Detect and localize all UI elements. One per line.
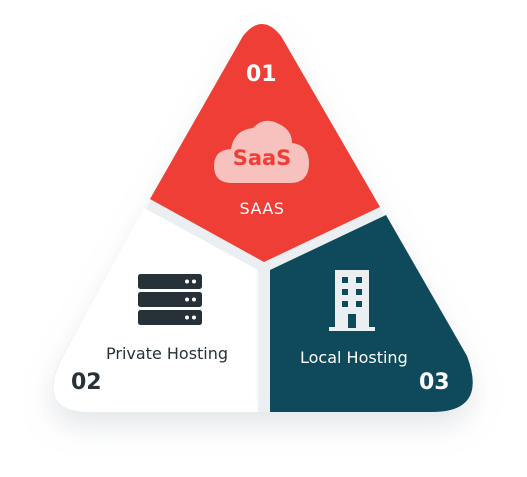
segment-label-local-hosting: Local Hosting xyxy=(300,348,408,367)
segment-number-03: 03 xyxy=(419,370,450,395)
cloud-badge-text: SaaS xyxy=(232,146,292,170)
segment-label-private-hosting: Private Hosting xyxy=(106,344,229,363)
segment-local-hosting xyxy=(270,215,473,412)
office-building-icon xyxy=(329,270,375,331)
cloud-icon xyxy=(214,120,309,183)
segment-label-saas: SAAS xyxy=(239,199,285,218)
segment-number-01: 01 xyxy=(246,62,277,87)
segment-number-02: 02 xyxy=(71,370,102,395)
server-stack-icon xyxy=(138,274,202,325)
